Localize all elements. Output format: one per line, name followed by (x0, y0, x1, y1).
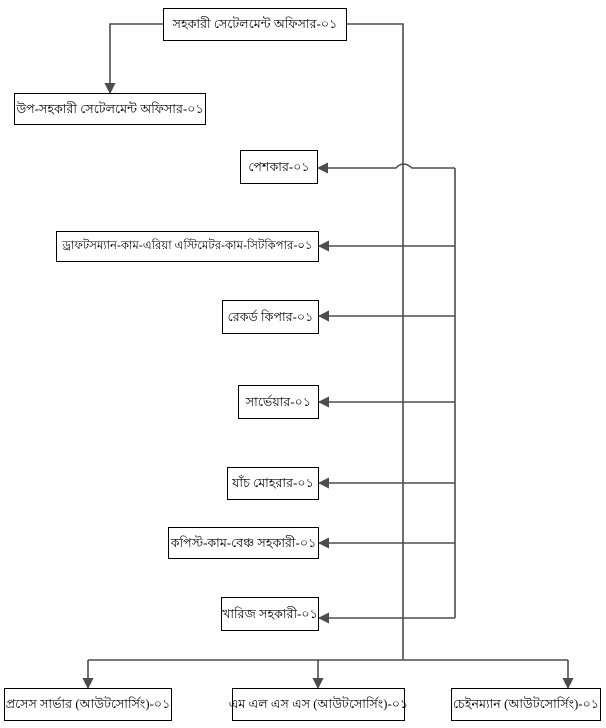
node-chainman-outsourcing[interactable]: চেইনম্যান (আউটসোর্সিং)-০১ (451, 688, 601, 721)
node-label: খারিজ সহকারী-০১ (222, 606, 318, 621)
node-record-keeper[interactable]: রেকর্ড কিপার-০১ (222, 300, 319, 334)
node-kharij-assistant[interactable]: খারিজ সহকারী-০১ (221, 597, 319, 631)
node-copyist-cum-bench-assistant[interactable]: কপিস্ট-কাম-বেঞ্চ সহকারী-০১ (168, 527, 319, 559)
node-jaanch-moharrar[interactable]: যাঁচ মোহরার-০১ (227, 467, 319, 500)
node-surveyor[interactable]: সার্ভেয়ার-০১ (238, 385, 319, 419)
node-mlss-outsourcing[interactable]: এম এল এস এস (আউটসোর্সিং)-০১ (228, 688, 409, 721)
node-label: প্রসেস সার্ভার (আউটসোর্সিং)-০১ (5, 697, 171, 712)
node-label: ড্রাফটসম্যান-কাম-এরিয়া এস্টিমেটর-কাম-সি… (62, 239, 313, 252)
node-deputy-assistant-settlement-officer[interactable]: উপ-সহকারী সেটেলমেন্ট অফিসার-০১ (14, 93, 206, 125)
node-label: এম এল এস এস (আউটসোর্সিং)-০১ (228, 697, 409, 712)
node-assistant-settlement-officer[interactable]: সহকারী সেটেলমেন্ট অফিসার-০১ (163, 8, 347, 41)
node-label: উপ-সহকারী সেটেলমেন্ট অফিসার-০১ (16, 101, 204, 116)
node-peshkar[interactable]: পেশকার-০১ (240, 150, 318, 184)
node-process-server-outsourcing[interactable]: প্রসেস সার্ভার (আউটসোর্সিং)-০১ (4, 688, 172, 721)
edge-aso-right-trunk (347, 23, 404, 660)
node-label: সার্ভেয়ার-০১ (245, 394, 312, 409)
node-label: পেশকার-০১ (248, 159, 310, 174)
node-draftsman-cum-area-estimator-cum-seatkeeper[interactable]: ড্রাফটসম্যান-কাম-এরিয়া এস্টিমেটর-কাম-সি… (56, 231, 319, 262)
node-label: সহকারী সেটেলমেন্ট অফিসার-০১ (172, 17, 338, 32)
node-label: চেইনম্যান (আউটসোর্সিং)-০১ (452, 697, 600, 712)
node-label: রেকর্ড কিপার-০১ (227, 309, 314, 324)
node-label: যাঁচ মোহরার-০১ (232, 476, 314, 491)
edge-aso-to-deputy (104, 23, 163, 95)
edge-trunk-to-peshkar (316, 162, 455, 174)
node-label: কপিস্ট-কাম-বেঞ্চ সহকারী-০১ (170, 535, 317, 550)
